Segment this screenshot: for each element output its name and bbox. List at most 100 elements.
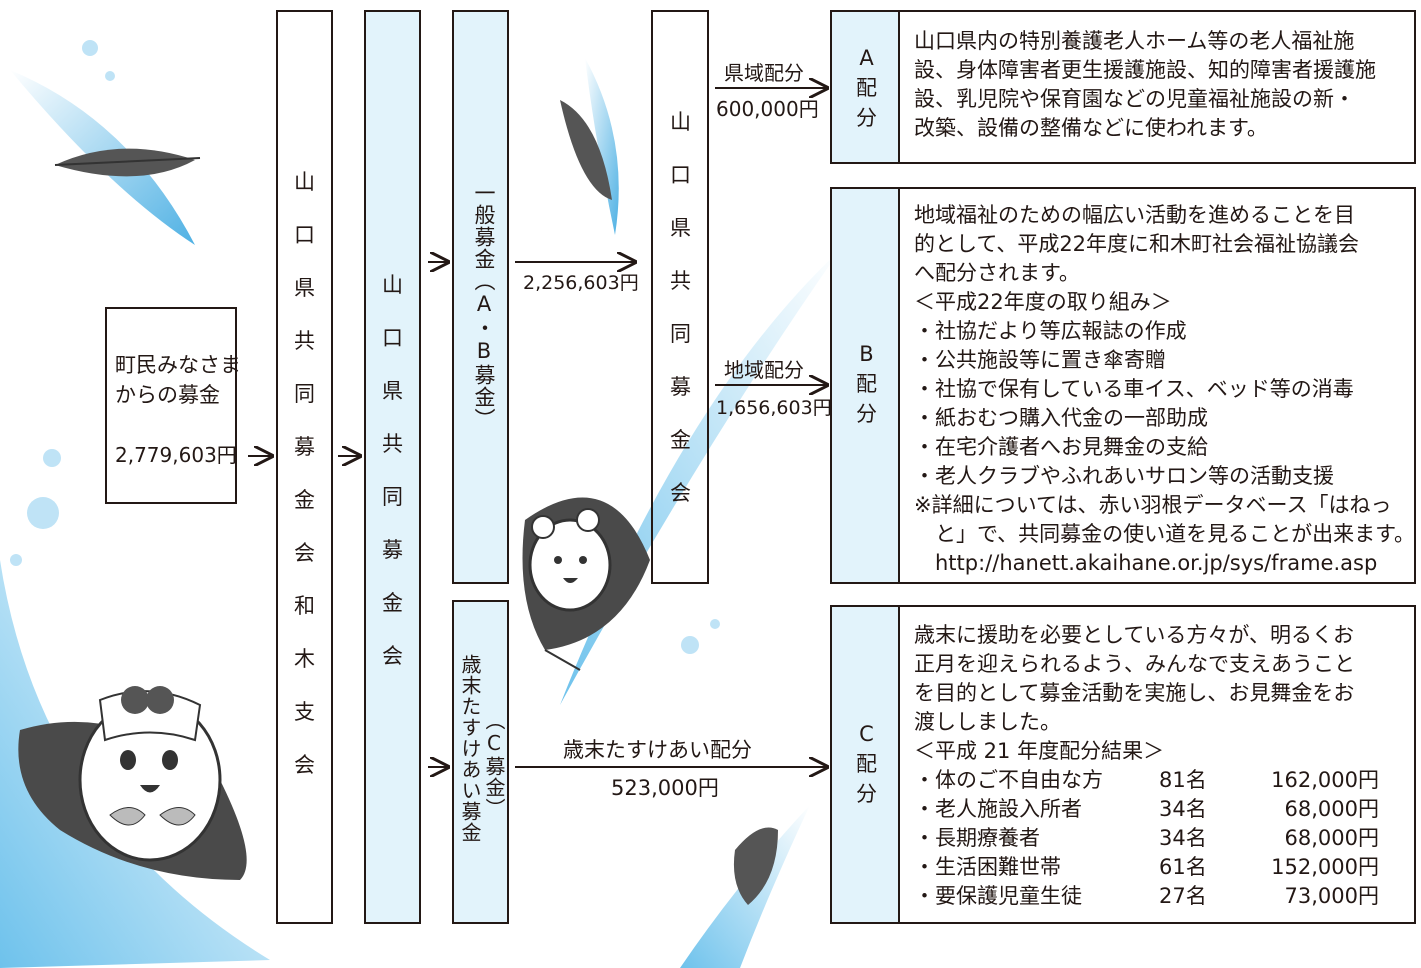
- text-line: 地域福祉のための幅広い活動を進めることを目: [914, 203, 1355, 227]
- feather-icon: [560, 58, 619, 235]
- text-line: ＜平成22年度の取り組み＞: [914, 290, 1172, 314]
- tag-char: 分: [856, 106, 877, 130]
- tag-char: C: [859, 722, 874, 746]
- branch-char: 木: [294, 647, 315, 671]
- c-allocation-tag: C 配 分: [830, 605, 900, 924]
- text-line: と」で、共同募金の使い道を見ることが出来ます。: [914, 522, 1416, 546]
- local-allocation-amount: 1,656,603円: [716, 397, 832, 419]
- tag-char: 配: [856, 752, 877, 776]
- prefecture-char: 共: [382, 432, 403, 456]
- branch-char: 支: [294, 700, 315, 724]
- bubble-icon: [10, 40, 720, 654]
- result-count: 34名: [1159, 797, 1207, 821]
- general-fund-box: 一般募金（A・B募金）: [452, 10, 509, 584]
- council-char: 山: [670, 110, 691, 134]
- wagi-branch-column: 山 口 県 共 同 募 金 会 和 木 支 会: [276, 10, 333, 924]
- tag-char: B: [859, 342, 874, 366]
- prefecture-allocation-amount: 600,000円: [716, 97, 819, 121]
- a-allocation-tag: A 配 分: [830, 10, 900, 164]
- branch-char: 会: [294, 753, 315, 777]
- text-line: ・公共施設等に置き傘寄贈: [914, 348, 1166, 372]
- council-char: 口: [670, 163, 691, 187]
- feather-icon: [10, 70, 201, 245]
- text-line: ＜平成 21 年度配分結果＞: [914, 739, 1165, 763]
- feather-icon: [680, 805, 810, 968]
- tag-char: 分: [856, 402, 877, 426]
- council-char: 金: [670, 428, 691, 452]
- text-line: 改築、設備の整備などに使われます。: [914, 116, 1268, 140]
- tag-char: 配: [856, 372, 877, 396]
- result-category: ・生活困難世帯: [914, 855, 1061, 879]
- donation-source-box: 町民みなさま からの募金 2,779,603円: [105, 307, 241, 504]
- b-description-text: 地域福祉のための幅広い活動を進めることを目 的として、平成22年度に和木町社会福…: [914, 201, 1415, 578]
- donation-label-2: からの募金: [115, 383, 220, 407]
- result-amount: 162,000円: [1271, 768, 1379, 792]
- b-tag-label: B 配 分: [854, 344, 879, 434]
- tag-char: 分: [856, 782, 877, 806]
- text-line: 的として、平成22年度に和木町社会福祉協議会: [914, 232, 1360, 256]
- text-line: 設、乳児院や保育園などの児童福祉施設の新・: [914, 87, 1355, 111]
- result-category: ・老人施設入所者: [914, 797, 1082, 821]
- yearend-fund-label: 歳末たすけあい募金: [458, 654, 482, 843]
- text-line: ・紙おむつ購入代金の一部助成: [914, 406, 1208, 430]
- text-line: を目的として募金活動を実施し、お見舞金をお: [914, 681, 1355, 705]
- yearend-fund-sublabel: （C募金）: [482, 710, 506, 819]
- prefecture-council-box: 山 口 県 共 同 募 金 会: [651, 10, 709, 584]
- b-allocation-tag: B 配 分: [830, 187, 900, 584]
- text-line: 正月を迎えられるよう、みんなで支えあうこと: [914, 652, 1355, 676]
- donation-label-1: 町民みなさま: [115, 353, 241, 377]
- a-tag-label: A 配 分: [854, 48, 879, 138]
- tag-char: A: [859, 46, 874, 70]
- council-char: 共: [670, 269, 691, 293]
- url-line: http://hanett.akaihane.or.jp/sys/frame.a…: [914, 551, 1378, 575]
- text-line: 設、身体障害者更生援護施設、知的障害者援護施: [914, 58, 1376, 82]
- branch-char: 会: [294, 541, 315, 565]
- result-row: ・生活困難世帯 61名 152,000円: [914, 853, 1379, 882]
- branch-char: 共: [294, 329, 315, 353]
- c-tag-label: C 配 分: [854, 724, 879, 814]
- branch-char: 同: [294, 382, 315, 406]
- council-char: 同: [670, 322, 691, 346]
- text-line: 渡ししました。: [914, 710, 1061, 734]
- wagi-branch-label: 山 口 県 共 同 募 金 会 和 木 支 会: [292, 172, 317, 808]
- yearend-allocation-label: 歳末たすけあい配分: [563, 738, 752, 762]
- text-line: ・老人クラブやふれあいサロン等の活動支援: [914, 464, 1334, 488]
- result-category: ・体のご不自由な方: [914, 768, 1103, 792]
- council-char: 会: [670, 481, 691, 505]
- text-line: ※詳細については、赤い羽根データベース「はねっ: [914, 493, 1392, 517]
- branch-char: 山: [294, 170, 315, 194]
- prefecture-council-label: 山 口 県 共 同 募 金 会: [668, 112, 693, 536]
- a-description-text: 山口県内の特別養護老人ホーム等の老人福祉施 設、身体障害者更生援護施設、知的障害…: [914, 27, 1376, 143]
- mascot-icon: [78, 686, 222, 862]
- prefecture-char: 金: [382, 591, 403, 615]
- result-category: ・長期療養者: [914, 826, 1040, 850]
- branch-char: 金: [294, 488, 315, 512]
- council-char: 県: [670, 216, 691, 240]
- a-allocation-description: 山口県内の特別養護老人ホーム等の老人福祉施 設、身体障害者更生援護施設、知的障害…: [898, 10, 1416, 164]
- result-amount: 73,000円: [1284, 884, 1379, 908]
- c-allocation-description: 歳末に援助を必要としている方々が、明るくお 正月を迎えられるよう、みんなで支えあ…: [898, 605, 1416, 924]
- branch-char: 県: [294, 276, 315, 300]
- result-count: 61名: [1159, 855, 1207, 879]
- prefecture-fund-column: 山 口 県 共 同 募 金 会: [364, 10, 421, 924]
- general-fund-label: 一般募金（A・B募金）: [472, 182, 496, 430]
- branch-char: 募: [294, 435, 315, 459]
- result-count: 27名: [1159, 884, 1207, 908]
- result-amount: 152,000円: [1271, 855, 1379, 879]
- text-line: ・社協だより等広報誌の作成: [914, 319, 1187, 343]
- prefecture-char: 会: [382, 644, 403, 668]
- result-amount: 68,000円: [1284, 826, 1379, 850]
- text-line: ・社協で保有している車イス、ベッド等の消毒: [914, 377, 1354, 401]
- prefecture-allocation-label: 県域配分: [724, 61, 804, 85]
- donation-amount: 2,779,603円: [115, 443, 237, 467]
- yearend-fund-box: 歳末たすけあい募金 （C募金）: [452, 600, 509, 924]
- branch-char: 口: [294, 223, 315, 247]
- text-line: 歳末に援助を必要としている方々が、明るくお: [914, 623, 1354, 647]
- prefecture-char: 口: [382, 326, 403, 350]
- prefecture-char: 募: [382, 538, 403, 562]
